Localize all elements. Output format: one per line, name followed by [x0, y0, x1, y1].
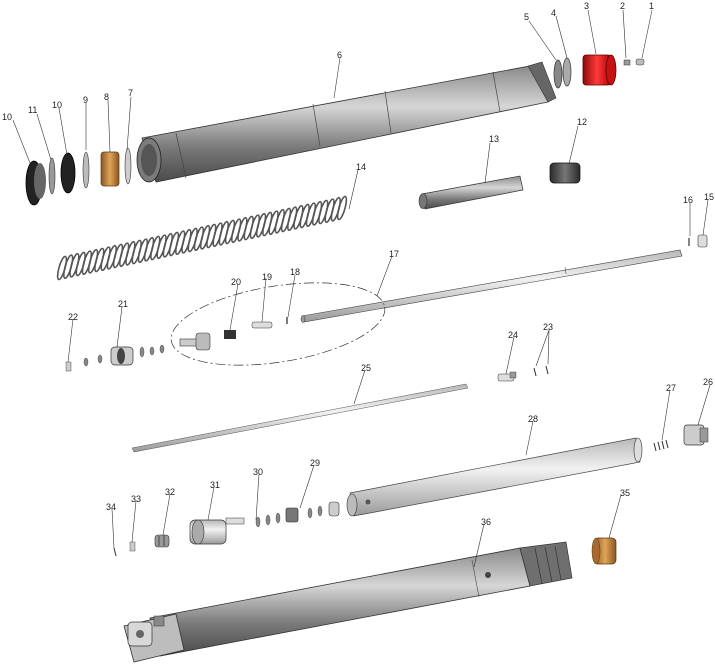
callout-21: 21: [118, 299, 128, 309]
callout-3: 3: [584, 1, 589, 11]
callout-4: 4: [551, 8, 556, 18]
callout-16: 16: [683, 195, 693, 205]
callout-5: 5: [524, 12, 529, 22]
callout-22: 22: [68, 312, 78, 322]
callout-19: 19: [262, 272, 272, 282]
callout-29: 29: [310, 458, 320, 468]
upper-tube-part-6: [136, 61, 557, 183]
callout-27: 27: [666, 383, 676, 393]
part-13-and-12: [418, 162, 581, 210]
callout-8: 8: [104, 92, 109, 102]
rod-end-parts-15-16: [688, 234, 708, 248]
callout-34: 34: [106, 502, 116, 512]
base-valve-parts-29-34: [113, 501, 340, 557]
callout-32: 32: [165, 487, 175, 497]
damper-rod-part-17: [170, 249, 683, 366]
lower-leg-part-36: [123, 541, 573, 663]
callout-24: 24: [508, 330, 518, 340]
bushing-part-35: [591, 537, 617, 565]
callout-23: 23: [543, 322, 553, 332]
callout-33: 33: [131, 494, 141, 504]
callout-14: 14: [356, 162, 366, 172]
callout-18: 18: [290, 267, 300, 277]
callout-36: 36: [481, 517, 491, 527]
valve-parts-18-22: [65, 317, 288, 372]
callout-15: 15: [704, 192, 714, 202]
callout-26: 26: [703, 377, 713, 387]
callout-28: 28: [528, 414, 538, 424]
small-spring-part-27: [653, 439, 669, 452]
callout-13: 13: [489, 134, 499, 144]
callout-35: 35: [620, 488, 630, 498]
callout-2: 2: [620, 1, 625, 11]
parts-23-24: [497, 365, 549, 382]
callout-1: 1: [649, 1, 654, 11]
callout-10-a: 10: [2, 112, 12, 122]
thin-rod-part-25: [131, 383, 469, 453]
callout-7: 7: [128, 88, 133, 98]
callout-11: 11: [28, 105, 37, 115]
top-cap-parts: [553, 54, 645, 89]
spring-coil: [336, 195, 348, 221]
callout-31: 31: [210, 480, 220, 490]
callout-25: 25: [361, 363, 371, 373]
cartridge-tube-part-28: [346, 437, 643, 517]
seal-stack-left: [25, 147, 132, 206]
leader-lines: [12, 9, 711, 568]
main-spring-part-14: [56, 195, 348, 281]
callout-12: 12: [577, 117, 587, 127]
callout-20: 20: [231, 277, 241, 287]
callout-labels: 1 2 3 4 5 6 7 8 9 10 11 10 12 13 14 15 1…: [2, 1, 714, 527]
callout-17: 17: [389, 249, 399, 259]
callout-6: 6: [337, 50, 342, 60]
callout-9: 9: [83, 95, 88, 105]
parts-26-27: [653, 424, 709, 452]
callout-30: 30: [253, 467, 263, 477]
callout-10-b: 10: [52, 100, 62, 110]
